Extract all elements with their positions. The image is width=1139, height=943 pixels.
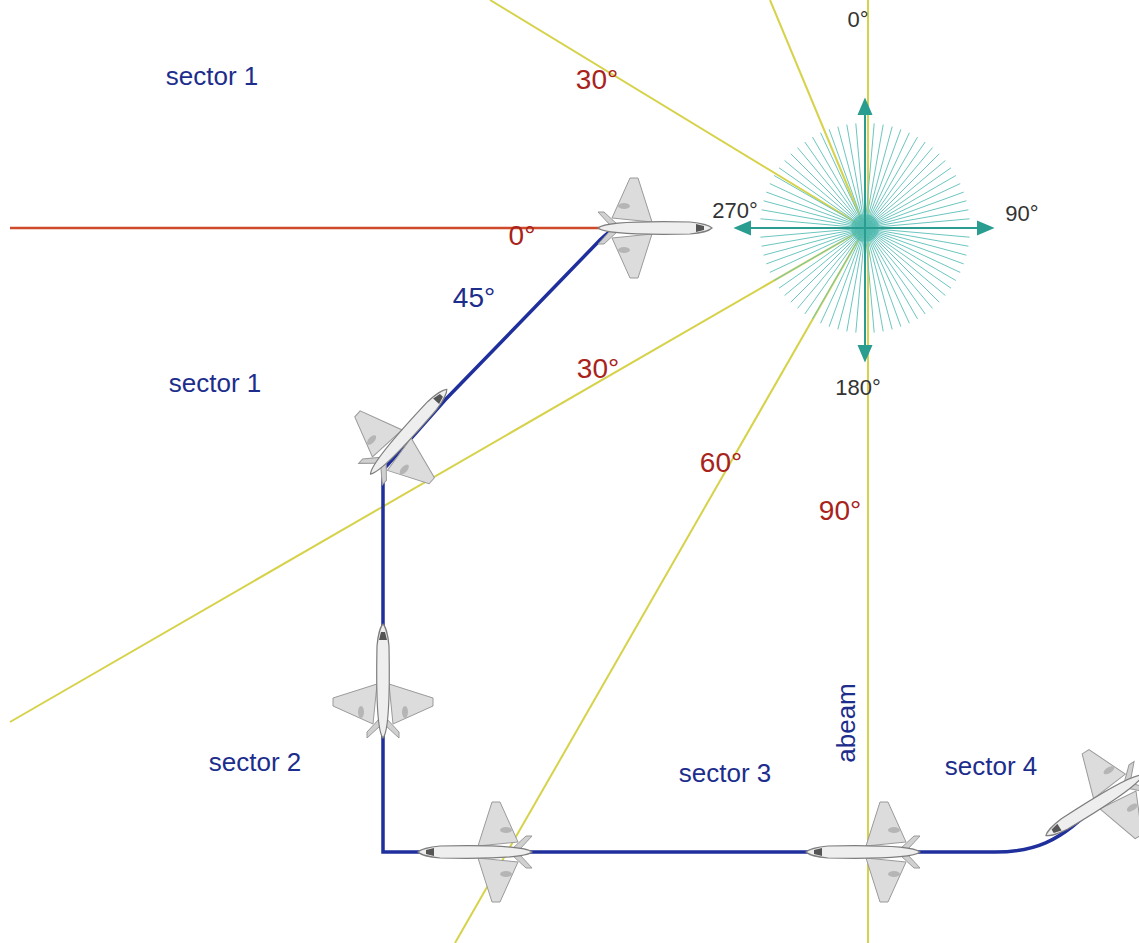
- radial-angle: 30°: [576, 66, 618, 94]
- compass-axes: [736, 100, 992, 360]
- rose-stroke: [865, 192, 964, 228]
- rose-stroke: [779, 228, 865, 288]
- abeam-label: abeam: [833, 679, 859, 767]
- rose-stroke: [865, 219, 970, 228]
- sector-label: sector 4: [945, 753, 1038, 779]
- rose-stroke: [766, 228, 865, 264]
- inbound-course: [10, 227, 640, 230]
- radial-angle: 0°: [509, 222, 536, 250]
- rose-stroke: [856, 123, 865, 228]
- rose-stroke: [760, 228, 865, 237]
- rose-stroke: [821, 228, 865, 323]
- rose-stroke: [770, 184, 865, 228]
- sector-label: sector 3: [679, 760, 772, 786]
- sector-label: sector 1: [169, 370, 262, 396]
- compass-degree: 180°: [835, 377, 881, 399]
- track-angle: 45°: [453, 284, 495, 312]
- rose-stroke: [865, 133, 909, 228]
- rose-stroke: [785, 228, 865, 296]
- compass-degree: 270°: [712, 200, 758, 222]
- rose-stroke: [865, 228, 925, 314]
- rose-stroke: [813, 228, 866, 319]
- rose-stroke: [865, 168, 951, 228]
- rose-stroke: [865, 210, 968, 228]
- rose-stroke: [865, 228, 883, 331]
- rose-stroke: [774, 176, 865, 229]
- sector-label: sector 2: [209, 749, 302, 775]
- compass-degree: 0°: [847, 9, 868, 31]
- flight-path: [383, 228, 1100, 852]
- radial-angle: 90°: [819, 497, 861, 525]
- rose-stroke: [865, 137, 918, 228]
- rose-stroke: [865, 228, 874, 333]
- compass-degree: 90°: [1005, 203, 1038, 225]
- radial-angle: 60°: [700, 449, 742, 477]
- radial-angle: 30°: [577, 355, 619, 383]
- rose-stroke: [865, 228, 956, 281]
- rose-stroke: [805, 142, 865, 228]
- rose-stroke: [865, 228, 901, 327]
- rose-stroke: [865, 228, 960, 272]
- rose-stroke: [829, 129, 865, 228]
- rose-stroke: [865, 228, 933, 308]
- rose-stroke: [798, 148, 866, 228]
- sector-label: sector 1: [166, 63, 259, 89]
- rose-stroke: [865, 161, 945, 229]
- rose-stroke: [762, 228, 865, 246]
- radial-lines: [10, 0, 868, 943]
- rose-stroke: [847, 125, 865, 228]
